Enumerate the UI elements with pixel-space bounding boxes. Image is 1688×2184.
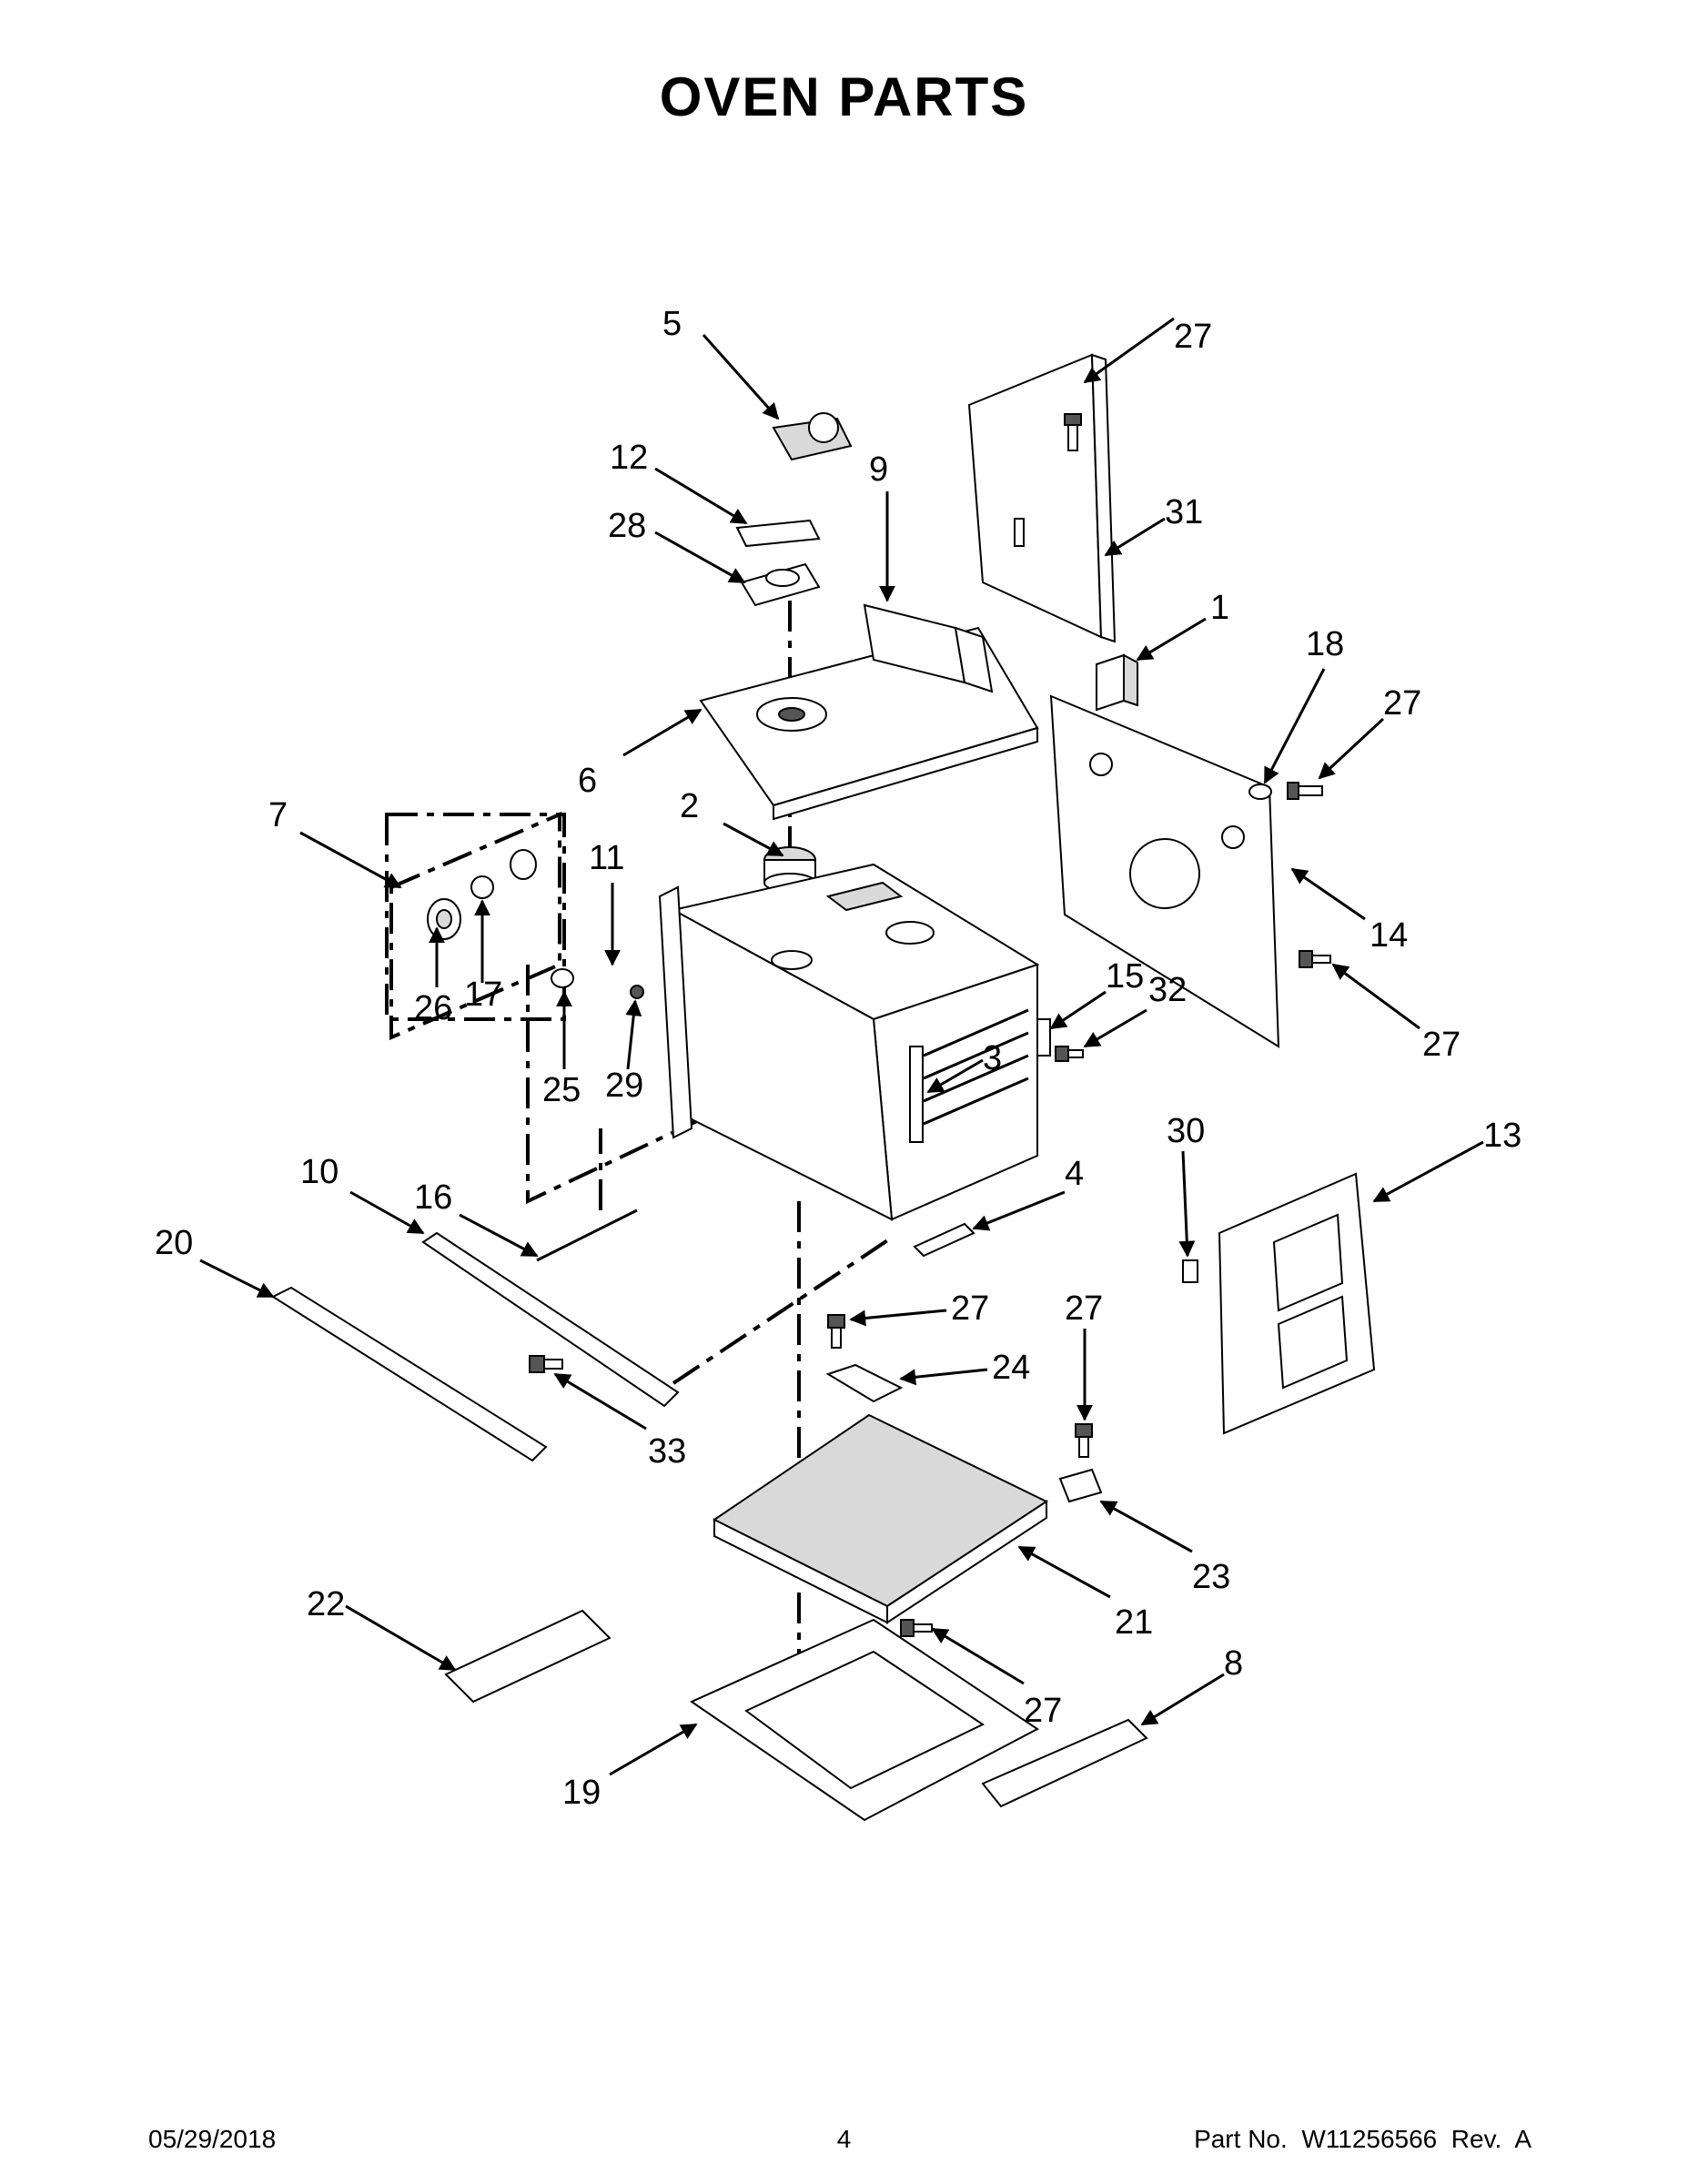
callout-label: 11 [589,839,624,877]
callout-label: 9 [869,450,888,489]
part-22-rail [444,1609,612,1704]
oven-cavity [671,863,1040,1221]
part-26-knob [427,898,461,940]
part-27-screw-bottom [900,1619,933,1637]
footer-page-number: 4 [836,2125,852,2153]
callout-label: 10 [300,1153,339,1191]
callout-label: 2 [680,787,699,825]
part-28-bracket [740,562,821,607]
callout-label: 15 [1106,957,1144,996]
part-10-vent-bar [421,1231,680,1408]
part-lamp-socket [510,849,537,880]
part-27-screw-mid [827,1314,845,1349]
callout-label: 13 [1483,1117,1521,1155]
callout-label: 17 [464,976,502,1014]
callout-label: 19 [562,1774,601,1812]
part-1-box [1096,653,1138,712]
part-11-frame [658,885,693,1139]
part-15-bracket [1036,1018,1051,1057]
callout-labels: 27 5 12 9 31 28 1 18 27 6 7 2 11 14 26 1… [155,305,1521,1812]
part-27-screw-right-lower [1299,950,1331,968]
part-19-bottom-tray [689,1618,1039,1822]
part-20-rail [270,1286,548,1462]
part-17-shaft [470,875,494,899]
callout-label: 3 [983,1039,1002,1077]
part-18-clip [1248,784,1272,800]
part-25-plug [551,968,574,988]
callout-label: 7 [268,796,288,834]
callout-label: 33 [648,1432,686,1471]
callout-label: 12 [610,439,648,477]
part-31-rear-cover [967,353,1117,643]
part-24-bracket [825,1363,904,1403]
callout-label: 18 [1306,625,1344,663]
callout-label: 14 [1370,916,1408,955]
part-29-grommet [630,985,644,999]
callout-label: 27 [1383,684,1421,723]
part-7-group-outline [389,811,561,1041]
footer-part-number: Part No. W11256566 Rev. A [1194,2125,1531,2153]
part-13-side-panel [1218,1172,1376,1435]
callout-label: 22 [307,1585,345,1623]
callout-label: 5 [662,305,682,343]
callout-label: 29 [605,1067,643,1105]
callout-label: 16 [414,1178,452,1217]
callout-label: 25 [542,1071,581,1109]
part-30-clip [1182,1259,1198,1283]
part-27-screw-right-upper [1287,782,1323,800]
callout-label: 1 [1210,589,1229,627]
callout-label: 23 [1192,1558,1230,1596]
part-14-rear-wall [1049,694,1280,1048]
callout-label: 26 [414,989,452,1027]
callout-label: 24 [992,1349,1030,1387]
part-23-bracket [1058,1468,1103,1503]
part-5-control [772,412,853,461]
callout-label: 4 [1065,1155,1084,1193]
callout-label: 27 [951,1289,989,1328]
part-27-screw-right-bottom [1075,1423,1093,1458]
page-title: OVEN PARTS [659,66,1029,127]
part-27-screw-top [1064,413,1082,451]
part-9-duct [863,603,994,693]
callout-label: 31 [1165,493,1203,531]
callout-label: 8 [1224,1644,1243,1683]
callout-label: 21 [1115,1603,1153,1642]
callout-label: 32 [1148,971,1187,1009]
callout-label: 20 [155,1224,193,1262]
callout-label: 30 [1167,1112,1205,1150]
part-4-bracket [913,1222,975,1258]
callout-label: 27 [1024,1692,1062,1730]
part-33-screw [529,1355,563,1373]
part-32-screw [1055,1046,1084,1062]
part-12-bracket [735,519,821,548]
part-21-bottom-panel [713,1413,1049,1624]
footer-date: 05/29/2018 [148,2125,277,2153]
callout-label: 28 [608,507,646,545]
part-8-rail [981,1718,1148,1808]
callout-label: 27 [1422,1026,1461,1064]
callout-label: 6 [578,762,597,800]
callout-label: 27 [1065,1289,1103,1328]
callout-label: 27 [1174,318,1212,356]
leader-arrows [199,317,1484,1776]
part-16-rod [536,1208,638,1262]
